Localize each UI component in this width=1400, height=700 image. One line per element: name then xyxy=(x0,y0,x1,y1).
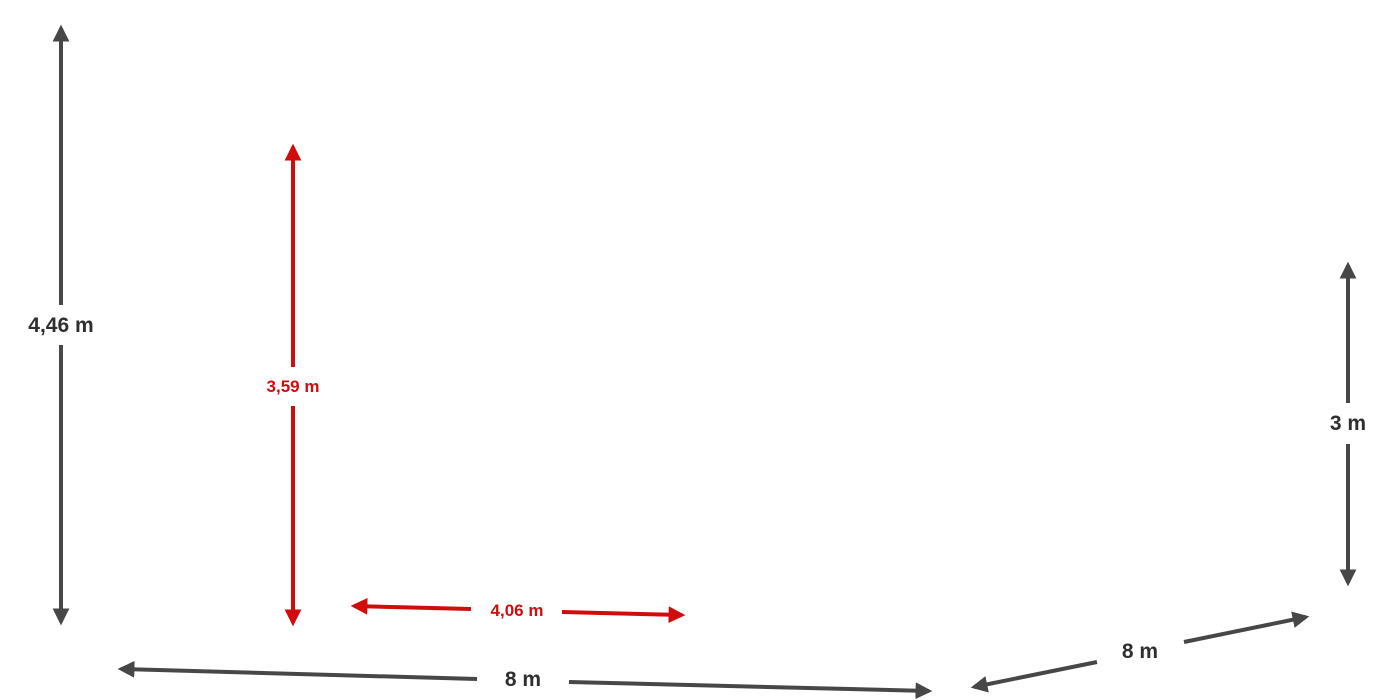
side-length-dimension: 8 m xyxy=(970,611,1310,693)
inner-width-label: 4,06 m xyxy=(491,601,544,620)
front-length-label: 8 m xyxy=(505,668,541,691)
front-length-arrow-left xyxy=(117,660,478,681)
left-height-dimension: 4,46 m xyxy=(28,24,94,626)
right-height-label: 3 m xyxy=(1330,412,1366,435)
front-length-arrow-right xyxy=(568,680,933,700)
inner-width-arrow-right xyxy=(561,606,686,624)
front-length-dimension: 8 m xyxy=(117,660,933,700)
inner-height-label: 3,59 m xyxy=(267,377,320,396)
left-height-label: 4,46 m xyxy=(28,314,93,337)
side-length-arrow-left xyxy=(970,660,1098,693)
inner-width-arrow-left xyxy=(350,597,472,615)
side-length-arrow-right xyxy=(1183,611,1310,644)
inner-width-dimension: 4,06 m xyxy=(350,597,686,624)
inner-height-dimension: 3,59 m xyxy=(267,143,320,627)
right-height-dimension: 3 m xyxy=(1330,261,1366,587)
side-length-label: 8 m xyxy=(1122,640,1158,663)
